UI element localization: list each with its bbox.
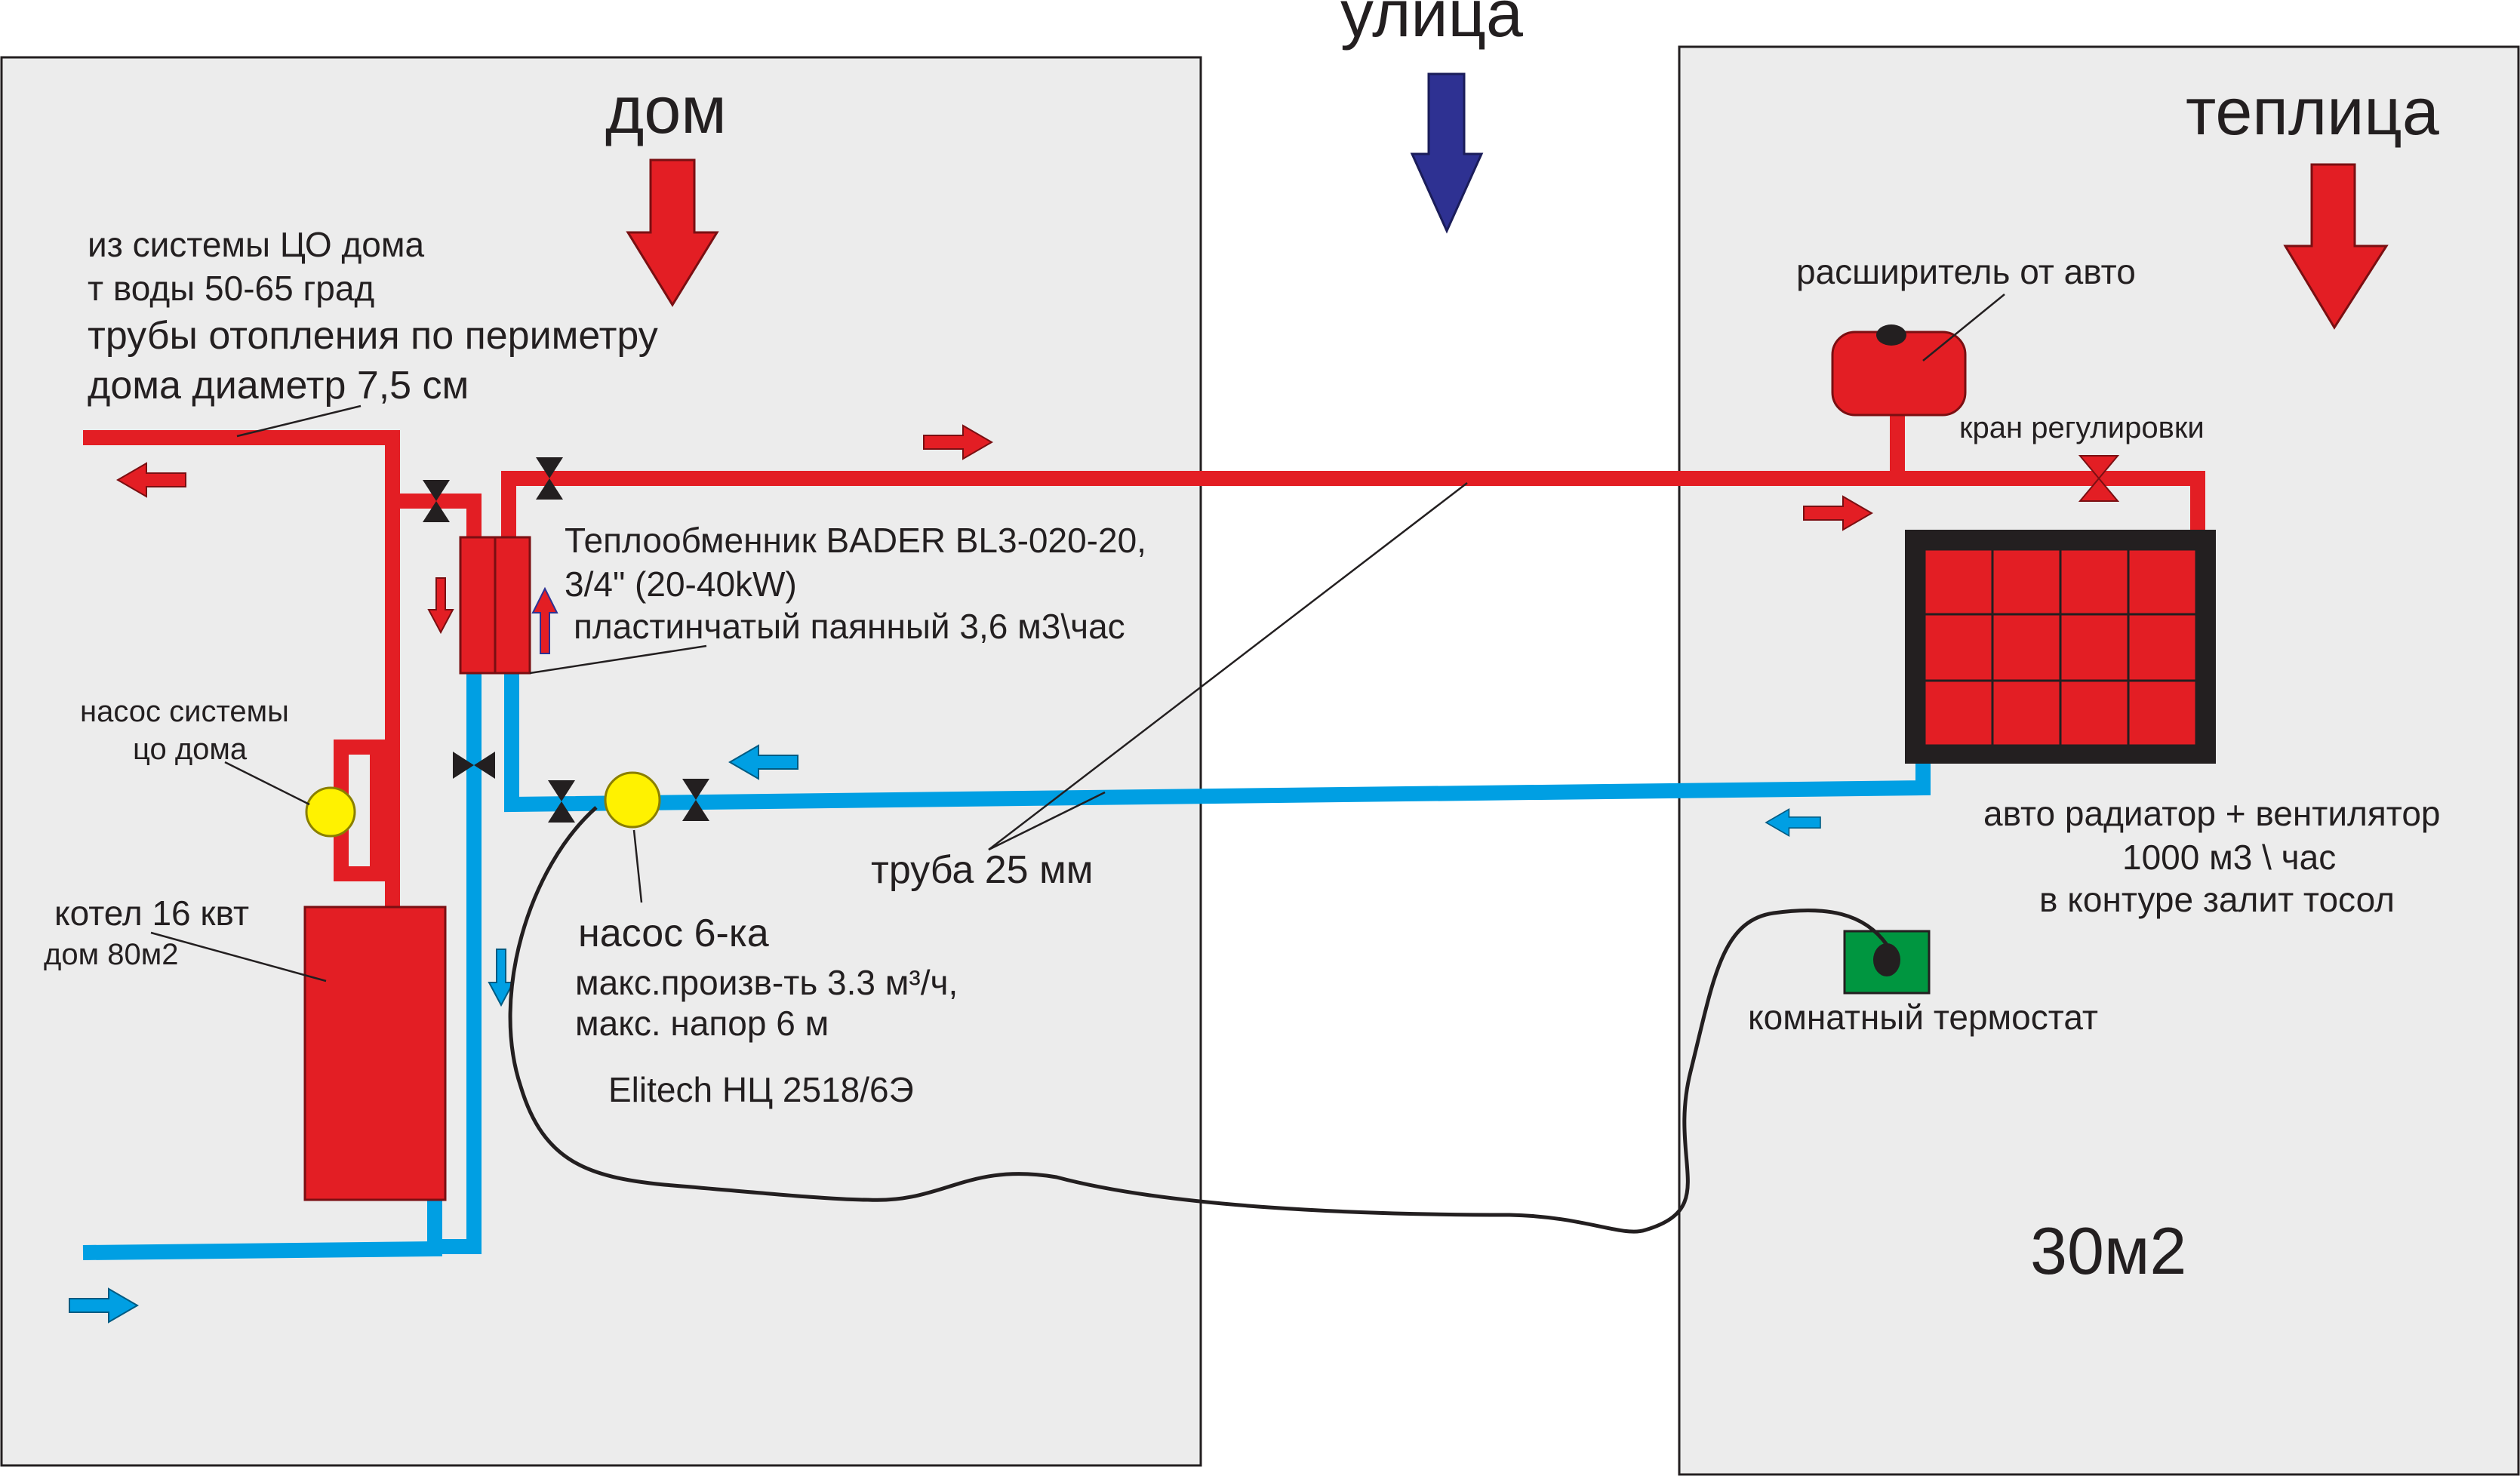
- greenhouse-down-arrow-icon: [2283, 163, 2389, 330]
- return-down-arrow-icon: [488, 949, 515, 1007]
- heat-exchanger-line1: Теплообменник BADER BL3-020-20,: [565, 521, 1146, 560]
- house-system-line1: из системы ЦО дома: [88, 225, 424, 264]
- pump-spec1: макс.произв-ть 3.3 м³/ч,: [575, 963, 958, 1002]
- pump-title: насос 6-ка: [578, 912, 769, 955]
- radiator-line2: 1000 м3 \ час: [2122, 838, 2336, 877]
- expander-label: расширитель от авто: [1796, 252, 2136, 291]
- radiator-line3: в контуре залит тосол: [2039, 880, 2395, 919]
- thermostat-wire: [508, 806, 1889, 1234]
- pipe-size-label: труба 25 мм: [871, 848, 1093, 892]
- house-pipes-line1: трубы отопления по периметру: [88, 314, 658, 358]
- expander-tank: [1831, 324, 1967, 417]
- heat-exchanger-line2: 3/4" (20-40kW): [565, 564, 797, 604]
- greenhouse-pump-icon: [604, 771, 661, 829]
- exchanger-feed-pipe: [392, 494, 482, 543]
- exchanger-up-arrow-icon: [531, 586, 558, 654]
- room-thermostat: [1843, 930, 1931, 995]
- car-radiator: [1905, 530, 2216, 764]
- leader-lines: [150, 294, 2005, 982]
- thermostat-label: комнатный термостат: [1748, 998, 2098, 1037]
- house-pump-loop-right: [370, 755, 392, 868]
- street-label: улица: [1340, 0, 1523, 51]
- exchanger-return-pipe: [435, 664, 482, 1254]
- boiler-line2: дом 80м2: [44, 938, 178, 971]
- house-pump-icon: [305, 786, 356, 838]
- cold-pipes: [82, 664, 1931, 1260]
- pump-model: Elitech НЦ 2518/6Э: [608, 1070, 914, 1109]
- greenhouse-supply-pipe: [501, 471, 2205, 543]
- house-room: [0, 56, 1202, 1467]
- house-label: дом: [605, 72, 727, 147]
- pump-spec2: макс. напор 6 м: [575, 1004, 829, 1043]
- control-valve-icon[interactable]: [2078, 455, 2120, 502]
- greenhouse-return-pipe: [504, 664, 1931, 813]
- heat-exchanger: [459, 536, 531, 675]
- boiler: [303, 906, 447, 1201]
- heat-exchanger-line3: пластинчатый паянный 3,6 м3\час: [574, 607, 1125, 646]
- house-pipes-line2: дома диаметр 7,5 см: [88, 364, 469, 407]
- greenhouse-area: 30м2: [2030, 1213, 2186, 1288]
- control-valve-label: кран регулировки: [1959, 411, 2205, 444]
- house-pump-line1: насос системы: [80, 695, 289, 728]
- house-system-line2: т воды 50-65 град: [88, 269, 374, 308]
- radiator-line1: авто радиатор + вентилятор: [1983, 794, 2440, 833]
- greenhouse-label: теплица: [2186, 74, 2439, 149]
- boiler-line1: котел 16 квт: [54, 893, 249, 933]
- exchanger-down-arrow-icon: [427, 577, 454, 635]
- house-pump-line2: цо дома: [133, 733, 248, 766]
- house-down-arrow-icon: [626, 158, 719, 307]
- street-down-arrow-icon: [1410, 72, 1484, 234]
